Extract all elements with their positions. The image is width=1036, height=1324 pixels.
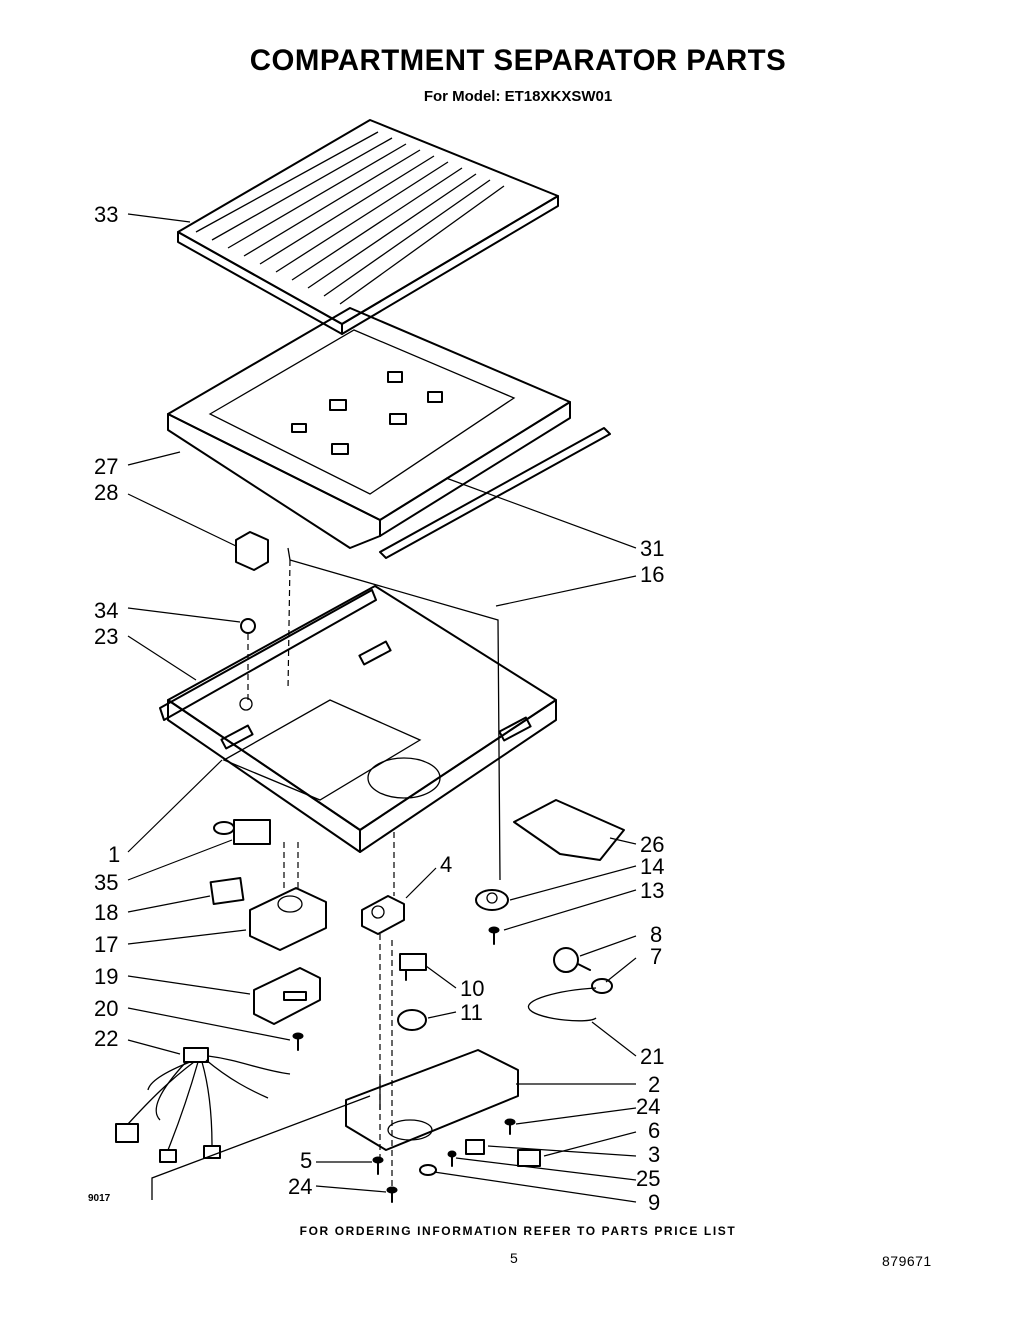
part-28-block [235,531,269,571]
part-8-bulb [553,947,591,973]
callout-22: 22 [94,1026,118,1051]
part-22-wiring-harness [115,1047,291,1163]
callout-34: 34 [94,598,118,623]
callout-10: 10 [460,976,484,1001]
ordering-note: FOR ORDERING INFORMATION REFER TO PARTS … [299,1224,737,1238]
part-7-socket [591,978,613,994]
callout-20: 20 [94,996,118,1021]
callout-18: 18 [94,900,118,925]
callout-25: 25 [636,1166,660,1191]
part-17-control-housing [249,887,327,951]
part-31-strip [379,427,611,559]
callout-24-left: 24 [288,1174,312,1199]
part-1-separator-tray [159,585,557,853]
callout-5: 5 [300,1148,312,1173]
part-19-control [253,967,321,1025]
part-9-plug [419,1164,437,1176]
callout-17: 17 [94,932,118,957]
part-33-grille [177,119,559,335]
callout-35: 35 [94,870,118,895]
part-16-wire [287,547,501,881]
callout-8: 8 [650,922,662,947]
callout-1: 1 [108,842,120,867]
part-26-insulation [513,799,625,861]
callout-33: 33 [94,202,118,227]
part-4-damper [361,895,405,935]
callout-16: 16 [640,562,664,587]
document-number: 879671 [882,1253,932,1269]
part-6-switch [517,1149,541,1167]
part-34-grommet [240,618,256,634]
part-35-bracket [213,819,271,845]
part-14-cap [475,889,509,911]
part-10-switch [399,953,427,981]
callout-11: 11 [460,1000,483,1025]
callout-2: 2 [648,1072,660,1097]
part-18-bezel [209,877,245,905]
callout-3: 3 [648,1142,660,1167]
part-24-screw-left [386,1186,398,1203]
model-subtitle-text: For Model: ET18XKXSW01 [423,88,613,105]
page-number: 5 [510,1250,518,1266]
leader-lines [127,213,637,1203]
part-5-screw [372,1156,384,1175]
callout-labels: 33 27 28 31 16 34 23 1 26 35 4 14 13 18 … [94,202,664,1215]
figure-code: 9017 [88,1193,111,1204]
part-13-screw [488,926,500,945]
part-11-ring [397,1009,427,1031]
callout-19: 19 [94,964,118,989]
callout-23: 23 [94,624,118,649]
callout-14: 14 [640,854,664,879]
callout-24-right: 24 [636,1094,660,1119]
model-subtitle: For Model: ET18XKXSW01 [0,88,1036,105]
callout-6: 6 [648,1118,660,1143]
callout-21: 21 [640,1044,664,1069]
part-24-screw-right [504,1118,516,1135]
page-title: COMPARTMENT SEPARATOR PARTS [249,44,787,77]
callout-7: 7 [650,944,662,969]
part-20-screw [292,1032,304,1051]
callout-28: 28 [94,480,118,505]
part-2-light-housing [345,1049,519,1151]
callout-9: 9 [648,1190,660,1215]
part-21-harness [527,987,597,1022]
callout-26: 26 [640,832,664,857]
part-27-frame [167,307,571,549]
part-3-bracket [465,1139,485,1155]
part-25-screw [447,1150,457,1167]
callout-31: 31 [640,536,664,561]
callout-4: 4 [440,852,452,877]
callout-13: 13 [640,878,664,903]
callout-27: 27 [94,454,118,479]
